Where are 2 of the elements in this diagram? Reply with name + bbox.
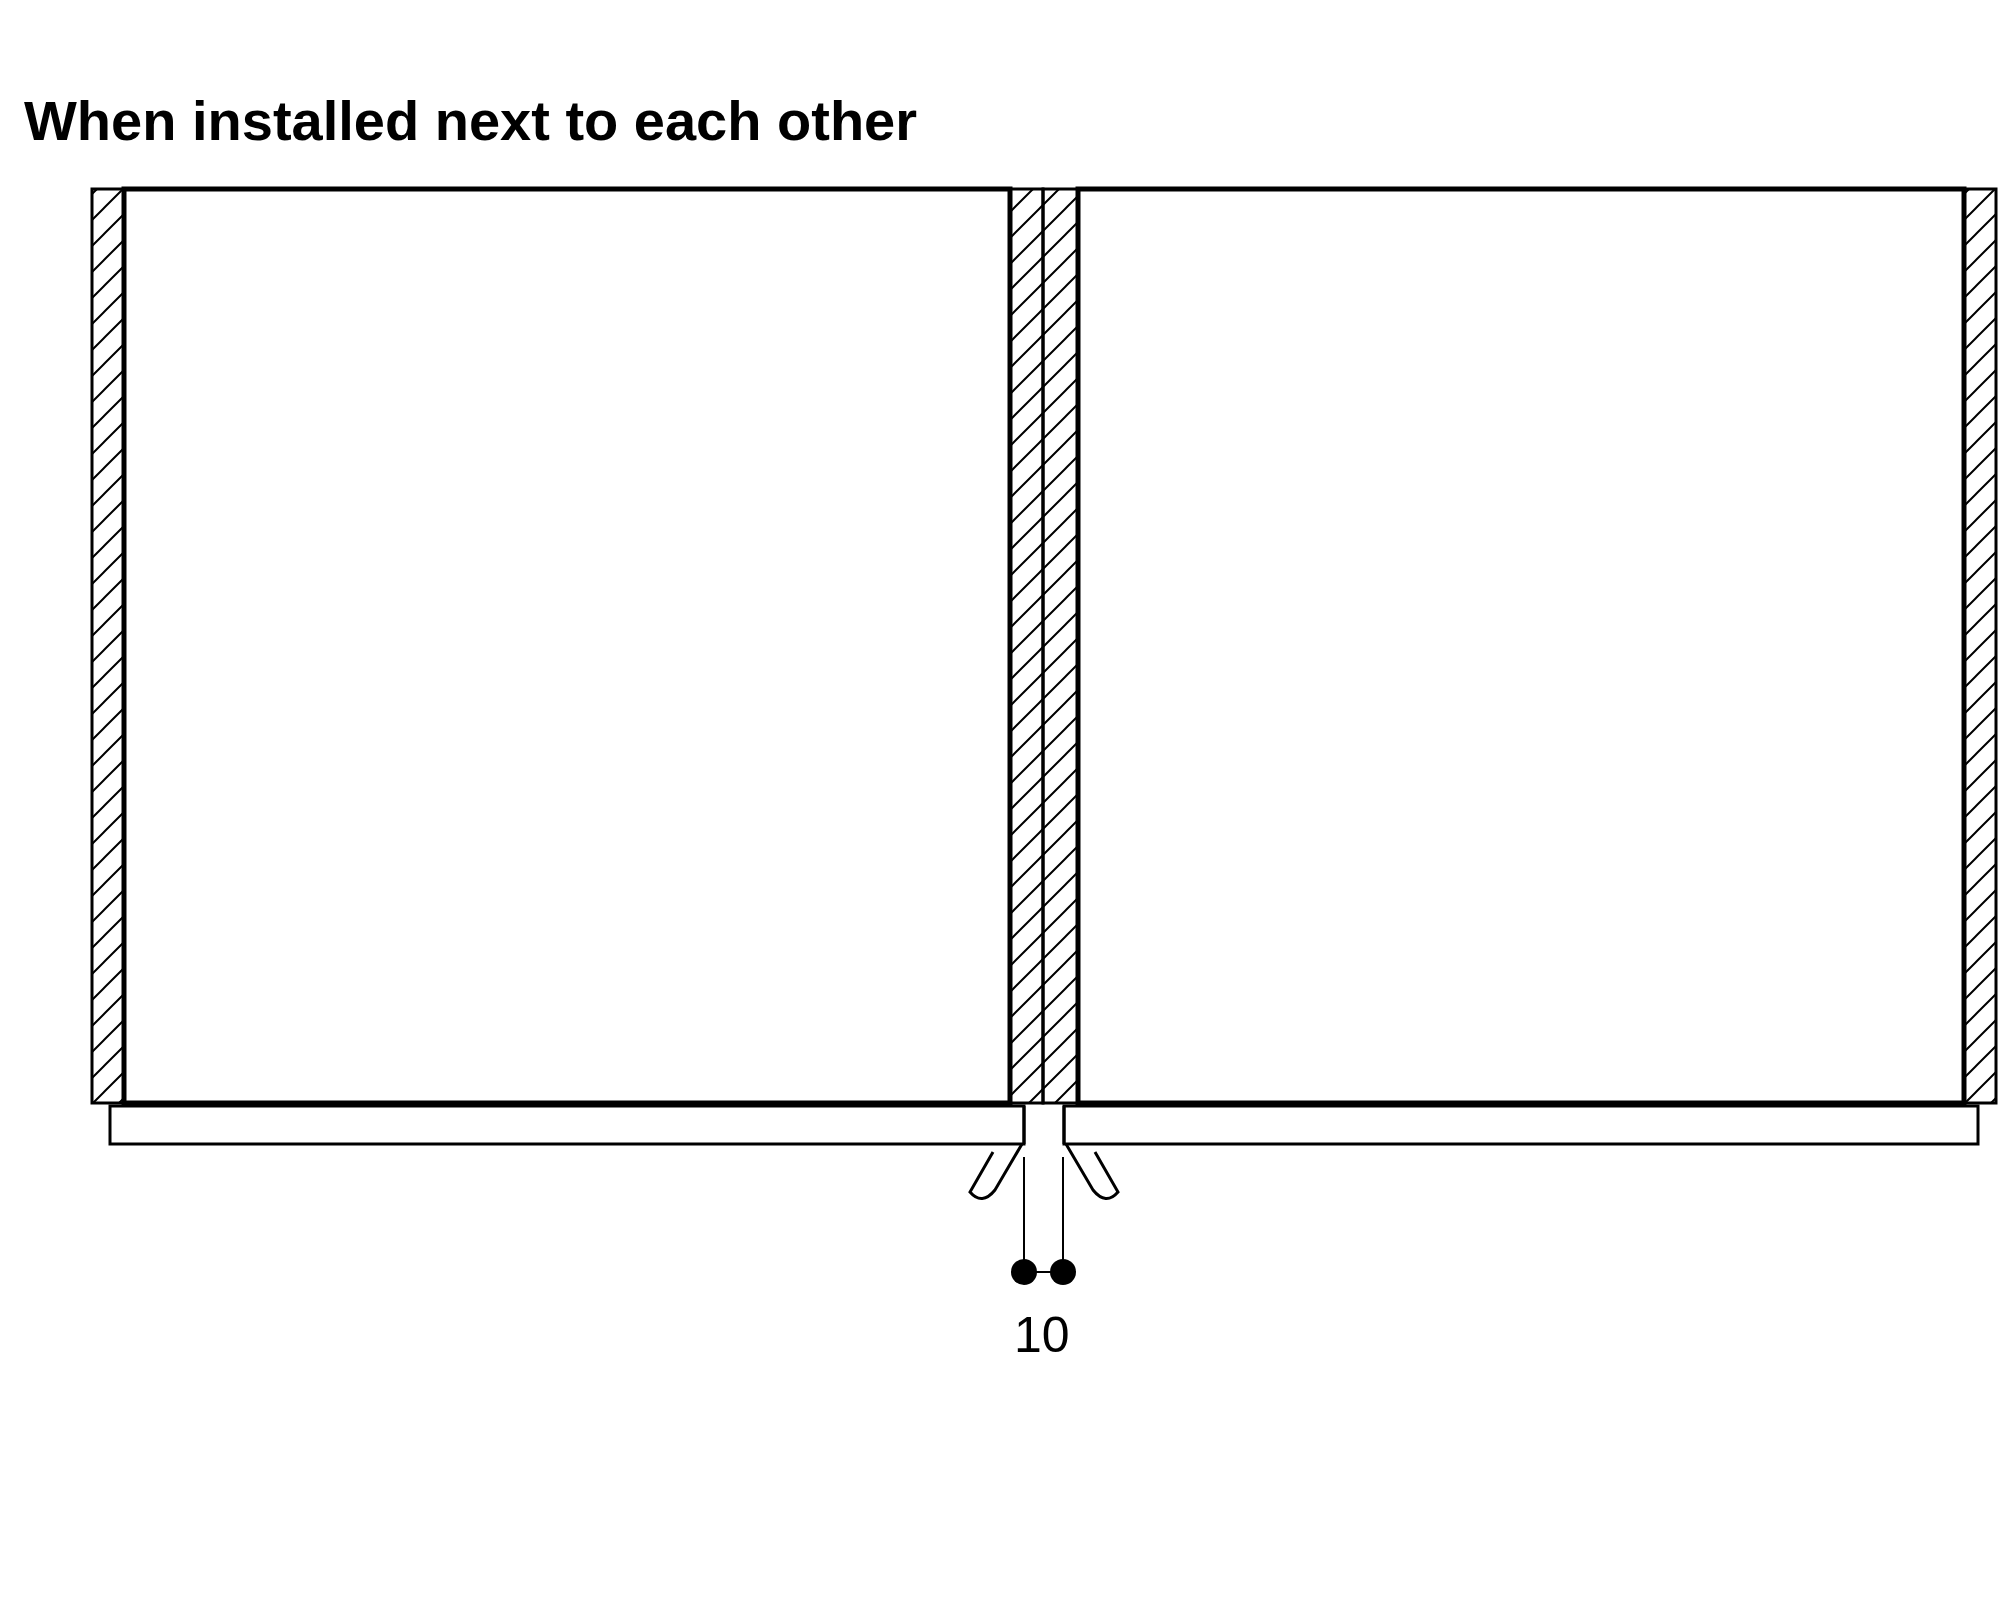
- dimension-label: 10: [1014, 1306, 1070, 1364]
- title: When installed next to each other: [24, 88, 918, 153]
